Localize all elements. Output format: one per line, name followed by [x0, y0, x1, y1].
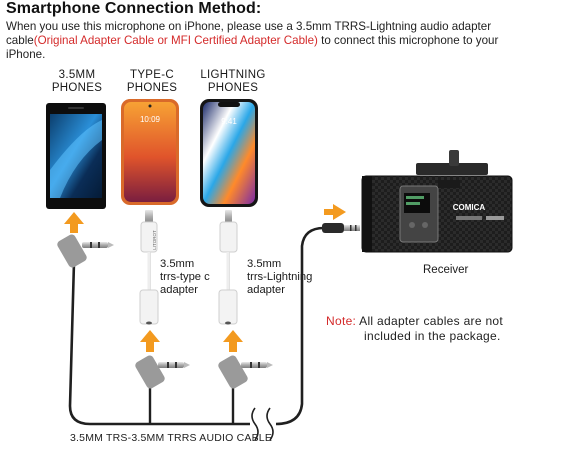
- intro-highlight: (Original Adapter Cable or MFI Certified…: [33, 34, 318, 47]
- adapter-label-line: trrs-type c: [160, 271, 210, 283]
- arrow-up-icon: [223, 330, 243, 352]
- intro-paragraph: When you use this microphone on iPhone, …: [6, 20, 526, 62]
- audio-plug-icon: [218, 355, 273, 389]
- adapter-label-line: 3.5mm: [160, 258, 195, 270]
- phone-label-line: TYPE-C: [130, 69, 174, 81]
- phone-label-line: 3.5MM: [58, 69, 96, 81]
- type-c-adapter-icon: LITOROT: [139, 210, 159, 325]
- iphone-icon: 9:41: [200, 99, 258, 207]
- arrow-right-icon: [324, 204, 346, 220]
- audio-cable: [68, 226, 325, 426]
- phone-label-line: PHONES: [207, 82, 259, 94]
- android-phone-icon: [46, 103, 106, 209]
- page-title: Smartphone Connection Method:: [6, 0, 262, 17]
- phone-label-line: LIGHTNING: [200, 69, 266, 81]
- adapter-label-line: trrs-Lightning: [247, 271, 313, 283]
- note-text: All adapter cables are not: [356, 314, 504, 328]
- adapter-brand-text: LITOROT: [152, 230, 157, 250]
- audio-plug-icon: [57, 234, 114, 268]
- phone-label-line: PHONES: [51, 82, 103, 94]
- cable-label: 3.5MM TRS-3.5MM TRRS AUDIO CABLE: [70, 432, 273, 444]
- intro-text: When you use this microphone on iPhone, …: [6, 20, 492, 47]
- type-c-screen-time: 10:09: [140, 115, 161, 124]
- audio-plug-icon: [135, 355, 190, 389]
- receiver-icon: COMICA: [361, 150, 513, 253]
- phone-label-line: PHONES: [126, 82, 178, 94]
- adapter-label-type-c: 3.5mm trrs-type c adapter: [160, 258, 210, 297]
- iphone-screen-time: 9:41: [221, 117, 237, 126]
- intro-text-end: to connect this microphone to your iPhon…: [6, 34, 499, 61]
- adapter-label-line: 3.5mm: [247, 258, 282, 270]
- phone-label-type-c: TYPE-C PHONES: [117, 69, 187, 95]
- lightning-adapter-icon: [218, 210, 238, 325]
- audio-plug-icon: [322, 223, 360, 233]
- adapter-label-lightning: 3.5mm trrs-Lightning adapter: [247, 258, 312, 297]
- note: Note: All adapter cables are not include…: [326, 314, 503, 344]
- adapter-label-line: adapter: [247, 284, 285, 296]
- receiver-label: Receiver: [423, 264, 469, 276]
- note-prefix: Note:: [326, 314, 357, 328]
- phone-label-lightning: LIGHTNING PHONES: [193, 69, 273, 95]
- cable-branch: [148, 384, 235, 424]
- note-text-line2: included in the package.: [364, 329, 501, 343]
- adapter-label-line: adapter: [160, 284, 198, 296]
- cable-break-icon: [251, 407, 274, 441]
- receiver-brand-text: COMICA: [453, 203, 486, 212]
- phone-label-3-5mm: 3.5MM PHONES: [44, 69, 110, 95]
- arrow-up-icon: [64, 212, 84, 233]
- arrow-up-icon: [140, 330, 160, 352]
- type-c-phone-icon: 10:09: [121, 99, 179, 205]
